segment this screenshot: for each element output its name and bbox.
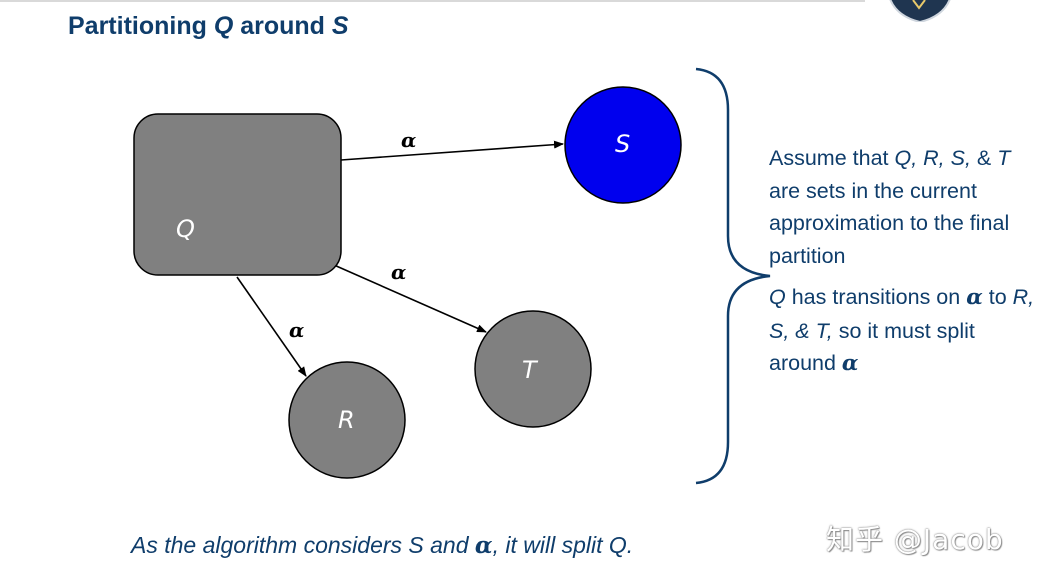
edge-q-to-t-label: α	[391, 260, 406, 284]
transition-q: Q	[769, 285, 786, 309]
title-q: Q	[213, 12, 234, 40]
right-curly-brace	[695, 67, 771, 485]
node-q-label: Q	[176, 215, 195, 243]
assumption-text-2: &	[970, 146, 998, 170]
transition-text-3: so it must split around	[769, 318, 975, 376]
caption: As the algorithm considers S and α, it w…	[131, 532, 633, 559]
transition-alpha: α	[966, 285, 983, 310]
transition-alpha-2: α	[841, 351, 859, 376]
caption-text-2: , it will split Q.	[492, 532, 634, 558]
top-divider	[0, 0, 865, 2]
assumption-text-3: are sets in the current approximation to…	[769, 178, 1010, 268]
transition-text: Q has transitions on α to R, S, & T, so …	[769, 281, 1037, 381]
edge-q-to-t	[333, 264, 487, 333]
node-r	[288, 361, 406, 479]
assumption-set-t: T	[997, 146, 1011, 170]
title-s: S	[331, 12, 349, 40]
node-s-label: S	[615, 130, 630, 158]
watermark: 知乎 @Jacob	[826, 523, 1004, 556]
slide-title: Partitioning Q around S	[68, 12, 349, 41]
transition-text-1: has transitions on	[785, 285, 967, 309]
transition-targets: R, S, & T,	[769, 285, 1035, 343]
node-q	[133, 113, 342, 276]
assumption-text-1: Assume that	[769, 146, 895, 170]
node-s	[564, 86, 682, 204]
caption-text-1: As the algorithm considers S and	[131, 532, 475, 558]
edge-q-to-s	[340, 140, 564, 161]
node-t-label: T	[522, 356, 539, 384]
node-r-label: R	[338, 406, 355, 434]
transition-text-2: to	[982, 285, 1013, 309]
title-part-2: around	[233, 12, 332, 40]
node-t	[474, 310, 592, 428]
assumption-text: Assume that Q, R, S, & T are sets in the…	[769, 142, 1037, 272]
university-logo-icon	[889, 0, 951, 22]
edge-q-to-s-label: α	[401, 128, 416, 152]
edge-q-to-r-label: α	[289, 318, 304, 342]
title-part-1: Partitioning	[68, 12, 214, 40]
caption-alpha: α	[474, 532, 493, 559]
assumption-sets: Q, R, S,	[894, 146, 971, 170]
edge-q-to-r	[236, 276, 307, 377]
